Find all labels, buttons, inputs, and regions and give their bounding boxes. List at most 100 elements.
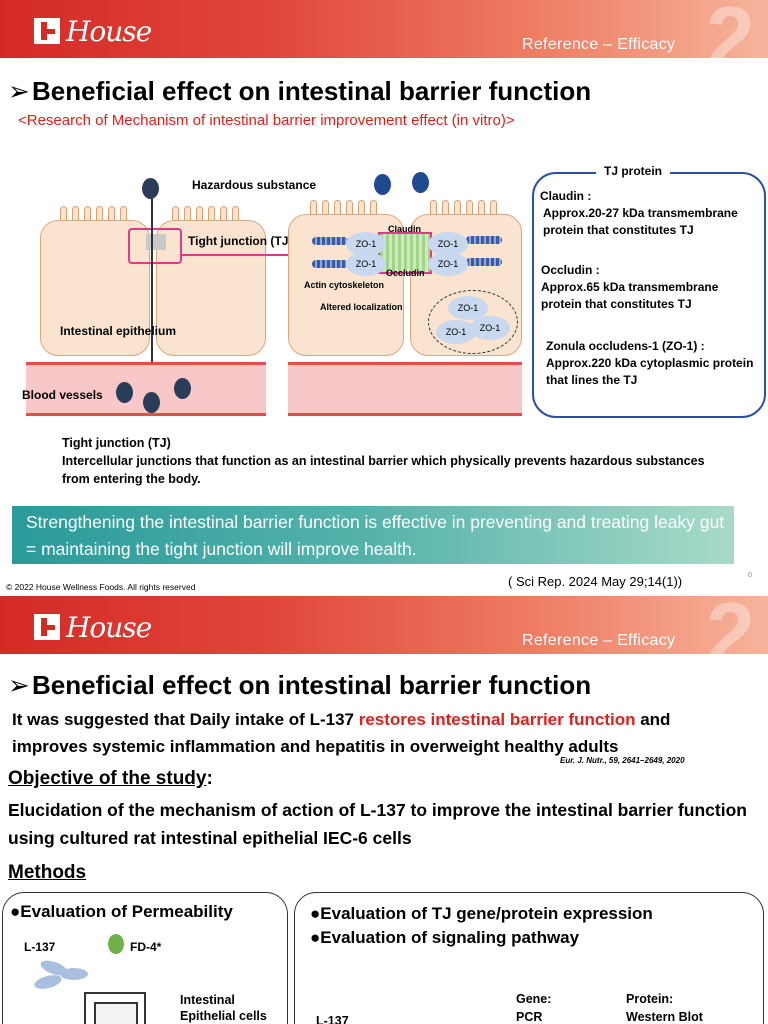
altered-localization-label: Altered localization	[320, 302, 403, 312]
zo1-name: Zonula occludens-1 (ZO-1) :	[546, 339, 705, 353]
arrow-bullet-icon: ➢	[8, 670, 30, 700]
gene-method-label: PCR	[516, 1010, 543, 1024]
tj-definition: Tight junction (TJ) Intercellular juncti…	[62, 434, 722, 488]
claudin-label: Claudin	[388, 224, 421, 234]
occludin-description: Approx.65 kDa transmembrane protein that…	[541, 280, 719, 311]
microvilli	[172, 206, 239, 220]
transwell-inner	[94, 1002, 138, 1024]
definition-title: Tight junction (TJ)	[62, 436, 171, 450]
altered-zo1-region	[428, 290, 518, 354]
epithelial-cell	[156, 220, 266, 356]
penetration-arrow	[151, 196, 153, 378]
tj-label: Tight junction (TJ)	[188, 234, 293, 248]
hazardous-particle	[412, 172, 429, 193]
zo1-protein: ZO-1	[470, 316, 510, 340]
objective-heading-text: Objective of the study	[8, 768, 207, 789]
expression-heading-2: Evaluation of signaling pathway	[320, 928, 580, 947]
tj-pointer-line	[182, 254, 294, 256]
expression-heading-1: Evaluation of TJ gene/protein expression	[320, 904, 653, 923]
l137-label: L-137	[24, 940, 56, 954]
occludin-name: Occludin :	[541, 263, 600, 277]
house-logo-icon	[34, 614, 60, 640]
copyright: © 2022 House Wellness Foods. All rights …	[6, 582, 196, 592]
blood-vessel	[288, 362, 522, 416]
lead-after: and improves systemic inflammation and h…	[12, 710, 671, 756]
cells-label: Intestinal Epithelial cells	[180, 993, 267, 1023]
claudin-description: Approx.20-27 kDa transmembrane protein t…	[543, 206, 738, 237]
tight-junction-structure	[378, 232, 432, 274]
transwell-insert	[84, 992, 146, 1024]
fd4-particle	[108, 934, 124, 954]
blood-vessels-label: Blood vessels	[22, 388, 103, 402]
actin-filament	[312, 260, 348, 268]
slide-subtitle: <Research of Mechanism of intestinal bar…	[18, 112, 515, 129]
logo-text: House	[66, 14, 152, 48]
actin-filament	[466, 258, 502, 266]
claudin-name: Claudin :	[540, 189, 592, 203]
slide-header: House Reference – Efficacy 2	[0, 596, 768, 678]
lead-statement: It was suggested that Daily intake of L-…	[12, 706, 742, 760]
actin-filament	[466, 236, 502, 244]
hazardous-particle	[174, 378, 191, 399]
house-logo: House	[34, 14, 152, 48]
protein-method: Protein: Western Blot	[626, 990, 703, 1024]
section-label: Reference – Efficacy	[522, 632, 676, 649]
section-label: Reference – Efficacy	[522, 36, 676, 53]
citation: ( Sci Rep. 2024 May 29;14(1))	[508, 574, 683, 589]
microvilli	[60, 206, 127, 220]
microvilli	[310, 200, 377, 214]
house-logo: House	[34, 610, 152, 644]
actin-filament	[312, 237, 348, 245]
definition-text: Intercellular junctions that function as…	[62, 454, 705, 486]
epithelium-label: Intestinal epithelium	[60, 324, 177, 338]
l137-label: L-137	[316, 1014, 349, 1024]
section-number: 2	[706, 596, 755, 683]
expression-headings: ●Evaluation of TJ gene/protein expressio…	[310, 902, 653, 950]
lead-highlight: restores intestinal barrier function	[358, 710, 636, 729]
slide-1: House Reference – Efficacy 2 ➢Beneficial…	[0, 0, 768, 592]
title-text: Beneficial effect on intestinal barrier …	[32, 670, 592, 700]
objective-heading: Objective of the study:	[8, 768, 213, 790]
bullet-icon: ●	[10, 902, 21, 921]
gene-method: Gene: PCR	[516, 990, 551, 1024]
arrow-bullet-icon: ➢	[8, 76, 30, 106]
hazardous-particle	[142, 178, 159, 199]
slide-2: House Reference – Efficacy 2 ➢Beneficial…	[0, 596, 768, 1024]
microvilli	[430, 200, 497, 214]
zo1-description: Approx.220 kDa cytoplasmic protein that …	[546, 356, 754, 387]
slide-title: ➢Beneficial effect on intestinal barrier…	[8, 670, 591, 701]
protein-label: Protein:	[626, 992, 674, 1006]
objective-colon: :	[206, 768, 213, 789]
claudin-entry: Claudin : Approx.20-27 kDa transmembrane…	[540, 188, 762, 239]
house-logo-icon	[34, 18, 60, 44]
permeability-panel	[2, 892, 288, 1024]
slide-title: ➢Beneficial effect on intestinal barrier…	[8, 76, 591, 107]
reference: Eur. J. Nutr., 59, 2641–2649, 2020	[560, 756, 685, 765]
gene-label: Gene:	[516, 992, 552, 1006]
zo1-protein: ZO-1	[346, 252, 386, 276]
page-number: 0	[748, 572, 752, 579]
title-text: Beneficial effect on intestinal barrier …	[32, 76, 592, 106]
protein-method-label: Western Blot	[626, 1010, 703, 1024]
hazardous-particle	[143, 392, 160, 413]
permeability-heading-text: Evaluation of Permeability	[20, 902, 233, 921]
key-message-banner: Strengthening the intestinal barrier fun…	[12, 506, 734, 564]
bullet-icon: ●	[310, 928, 321, 947]
fd4-label: FD-4*	[130, 940, 162, 954]
occludin-label: Occludin	[386, 268, 425, 278]
occludin-entry: Occludin : Approx.65 kDa transmembrane p…	[541, 262, 759, 313]
logo-text: House	[66, 610, 152, 644]
tj-protein-title: TJ protein	[596, 164, 671, 178]
objective-text: Elucidation of the mechanism of action o…	[8, 800, 747, 848]
bullet-icon: ●	[310, 904, 321, 923]
zo1-entry: Zonula occludens-1 (ZO-1) : Approx.220 k…	[546, 338, 754, 389]
permeability-heading: ●Evaluation of Permeability	[10, 902, 233, 922]
l137-particle	[60, 968, 88, 980]
lead-before: It was suggested that Daily intake of L-…	[12, 710, 359, 729]
zo1-protein: ZO-1	[436, 320, 476, 344]
zo1-protein: ZO-1	[428, 252, 468, 276]
slide-header: House Reference – Efficacy 2	[0, 0, 768, 82]
epithelial-cell	[40, 220, 150, 356]
hazardous-label: Hazardous substance	[192, 178, 317, 192]
hazardous-particle	[116, 382, 133, 403]
